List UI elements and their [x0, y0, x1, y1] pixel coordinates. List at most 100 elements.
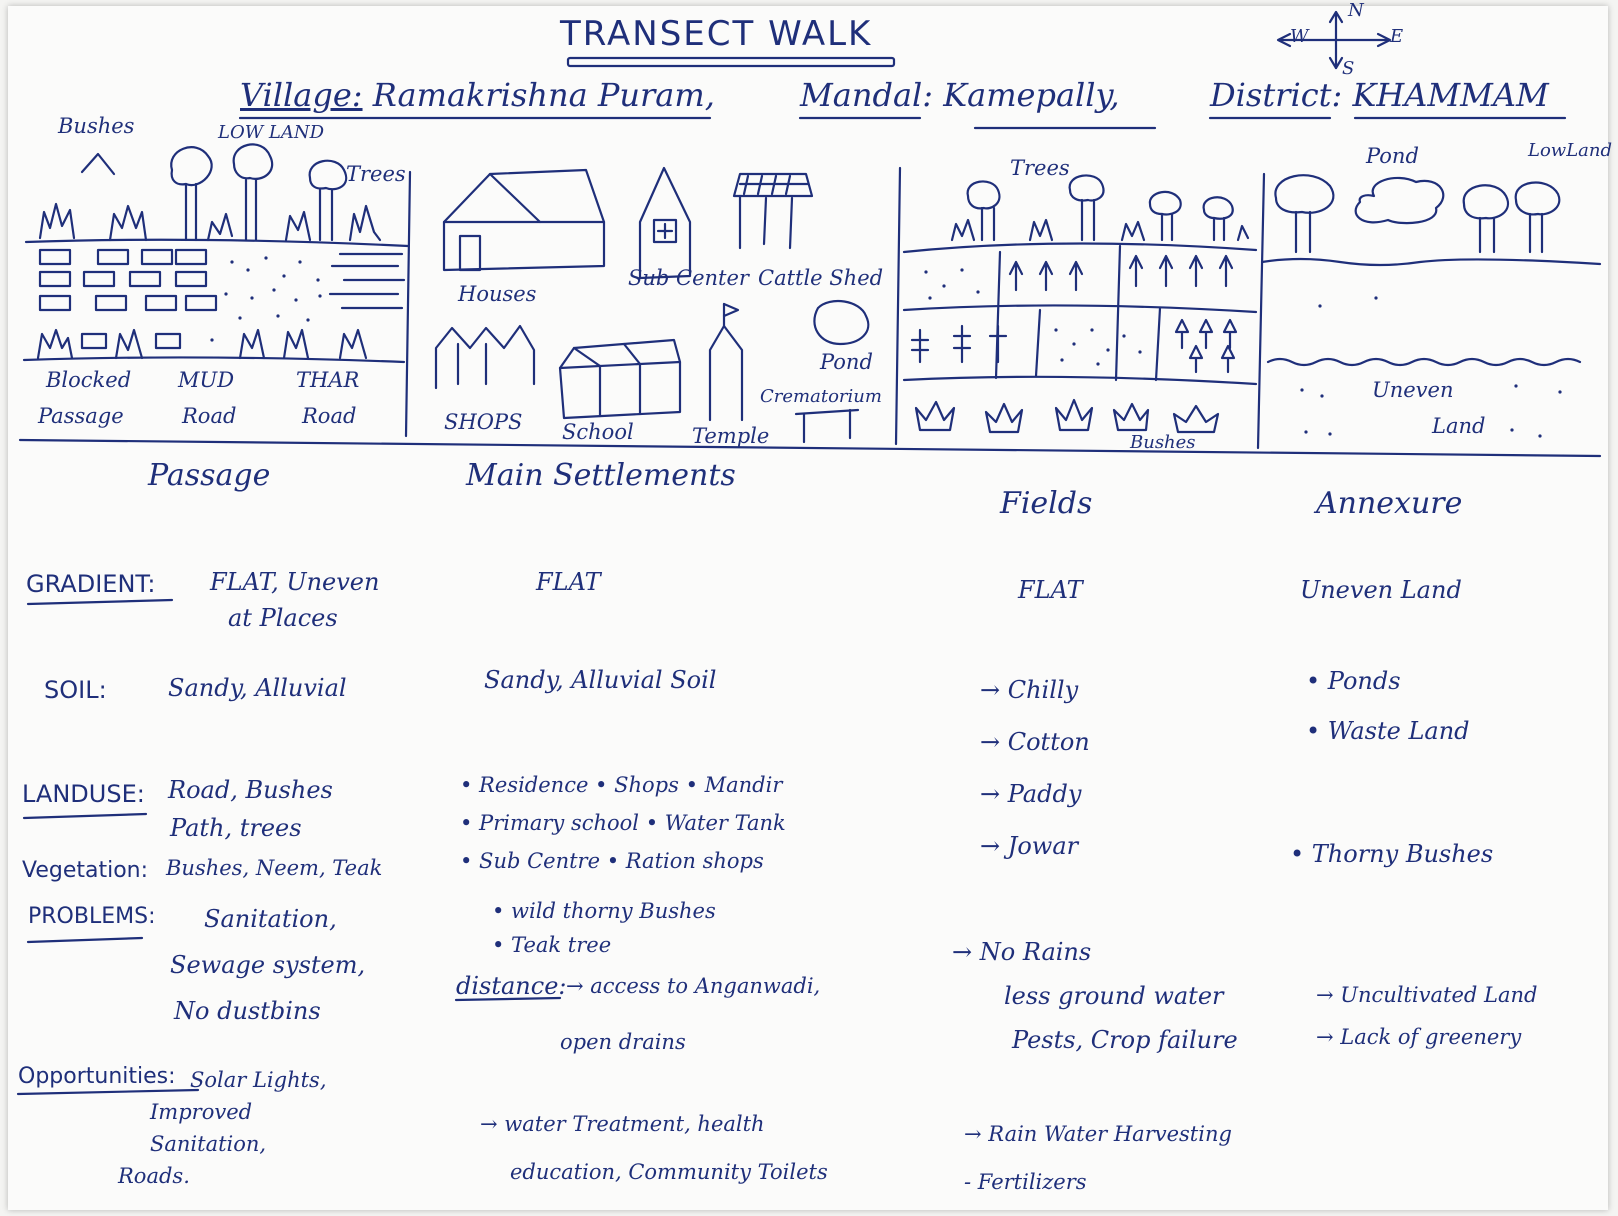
landuse-item: • Primary school • Water Tank: [460, 811, 786, 835]
compass-n: N: [1348, 0, 1364, 21]
settlement-sketch: [434, 166, 870, 444]
opportunity-item: → Rain Water Harvesting: [964, 1122, 1232, 1146]
landuse-passage-2: Path, trees: [170, 814, 302, 842]
problems-passage: Sanitation, Sewage system, No dustbins: [170, 896, 365, 1034]
crop-item: → Paddy: [980, 780, 1082, 808]
problem-item: → Uncultivated Land: [1316, 983, 1538, 1007]
compass-icon: [1276, 10, 1392, 70]
label-lowland: LOW LAND: [218, 122, 325, 143]
label-mud: MUD: [178, 368, 235, 392]
compass-w: W: [1290, 26, 1309, 47]
label-temple: Temple: [692, 424, 770, 448]
row-label-opportunities: Opportunities:: [18, 1064, 176, 1089]
label-cattle-shed: Cattle Shed: [758, 266, 884, 290]
landuse-annexure: • Thorny Bushes: [1290, 840, 1494, 868]
opportunity-item: education, Community Toilets: [510, 1160, 828, 1184]
village-label: Village:: [240, 76, 363, 114]
col-fields: Fields: [1000, 486, 1093, 521]
problems-settlement-2: open drains: [560, 1030, 686, 1054]
label-school: School: [562, 420, 634, 444]
district-label: District:: [1210, 76, 1343, 114]
vegetation-item: • wild thorny Bushes: [492, 899, 716, 923]
label-pond: Pond: [820, 350, 873, 374]
label-road-2: Road: [302, 404, 357, 428]
problem-item: No dustbins: [174, 997, 321, 1025]
label-crematorium: Crematorium: [760, 386, 882, 407]
opportunity-item: Solar Lights,: [190, 1068, 327, 1092]
fields-sketch: [902, 174, 1258, 434]
page-title: TRANSECT WALK: [560, 14, 873, 54]
landuse-item: • Residence • Shops • Mandir: [460, 773, 783, 797]
soil-fields: → Chilly → Cotton → Paddy → Jowar: [980, 664, 1090, 872]
opportunities-settlement: → water Treatment, health education, Com…: [480, 1100, 828, 1196]
problem-item: → No Rains: [952, 938, 1092, 966]
label-thar: THAR: [296, 368, 360, 392]
problem-item: less ground water: [1004, 982, 1224, 1010]
compass-e: E: [1390, 26, 1404, 47]
row-label-gradient: GRADIENT:: [26, 570, 156, 598]
annex-item: • Waste Land: [1306, 717, 1470, 745]
col-passage: Passage: [148, 458, 271, 493]
annexure-sketch: [1260, 174, 1602, 367]
mandal-label: Mandal:: [800, 76, 934, 114]
compass-s: S: [1342, 58, 1355, 79]
problem-item: Sanitation,: [204, 905, 337, 933]
label-fields-bushes: Bushes: [1130, 432, 1196, 453]
annex-item: • Ponds: [1306, 667, 1401, 695]
crop-item: → Jowar: [980, 832, 1079, 860]
col-settlement: Main Settlements: [466, 458, 736, 493]
label-houses: Houses: [458, 282, 537, 306]
opportunity-item: Improved: [150, 1100, 253, 1124]
divider-3: [1256, 172, 1266, 450]
gradient-passage: FLAT, Uneven: [210, 568, 380, 596]
opportunities-passage: Solar Lights, Improved Sanitation, Roads…: [118, 1064, 327, 1192]
crop-item: → Cotton: [980, 728, 1090, 756]
opportunity-item: - Fertilizers: [964, 1170, 1087, 1194]
problems-annexure: → Uncultivated Land → Lack of greenery: [1316, 974, 1537, 1058]
sketch-bottom-line: [18, 438, 1602, 458]
vegetation-passage: Bushes, Neem, Teak: [166, 856, 383, 880]
label-annex-lowland: LowLand: [1528, 140, 1612, 161]
label-annex-land: Land: [1432, 414, 1486, 438]
gradient-annexure: Uneven Land: [1300, 576, 1462, 604]
col-annexure: Annexure: [1316, 486, 1463, 521]
row-label-vegetation: Vegetation:: [22, 858, 149, 883]
label-annex-uneven: Uneven: [1372, 378, 1454, 402]
gradient-settlement: FLAT: [536, 568, 601, 596]
label-annex-pond: Pond: [1366, 144, 1419, 168]
village-value: Ramakrishna Puram: [372, 76, 705, 114]
opportunity-item: Roads.: [118, 1164, 190, 1188]
label-shops: SHOPS: [444, 410, 523, 434]
soil-annexure: • Ponds • Waste Land: [1306, 656, 1470, 756]
problems-fields: → No Rains less ground water Pests, Crop…: [952, 930, 1238, 1062]
opportunity-item: Sanitation,: [150, 1132, 267, 1156]
soil-passage: Sandy, Alluvial: [168, 674, 347, 702]
row-label-landuse: LANDUSE:: [22, 780, 145, 808]
problem-item: Sewage system,: [170, 951, 366, 979]
label-fields-trees: Trees: [1010, 156, 1070, 180]
passage-sketch: [22, 143, 410, 364]
problem-item: → Lack of greenery: [1316, 1025, 1522, 1049]
label-trees: Trees: [346, 162, 406, 186]
soil-settlement: Sandy, Alluvial Soil: [484, 666, 717, 694]
row-label-problems: PROBLEMS:: [28, 904, 156, 929]
landuse-passage: Road, Bushes: [168, 776, 333, 804]
label-passage: Passage: [38, 404, 124, 428]
label-road-1: Road: [182, 404, 237, 428]
gradient-fields: FLAT: [1018, 576, 1083, 604]
problems-settlement-label: distance:: [456, 972, 567, 1000]
problem-item: Pests, Crop failure: [1012, 1026, 1238, 1054]
divider-2: [894, 166, 902, 446]
landuse-item: • Sub Centre • Ration shops: [460, 849, 764, 873]
label-subcenter: Sub Center: [628, 266, 749, 290]
paper-sheet: [8, 6, 1608, 1210]
vegetation-item: • Teak tree: [492, 933, 612, 957]
label-blocked: Blocked: [46, 368, 132, 392]
landuse-settlement: • Residence • Shops • Mandir • Primary s…: [460, 766, 786, 880]
vegetation-settlement: • wild thorny Bushes • Teak tree: [492, 894, 716, 962]
mandal-value: Kamepally: [943, 76, 1110, 114]
opportunity-item: → water Treatment, health: [480, 1112, 765, 1136]
title-underline: [566, 56, 896, 68]
gradient-passage-2: at Places: [228, 604, 338, 632]
